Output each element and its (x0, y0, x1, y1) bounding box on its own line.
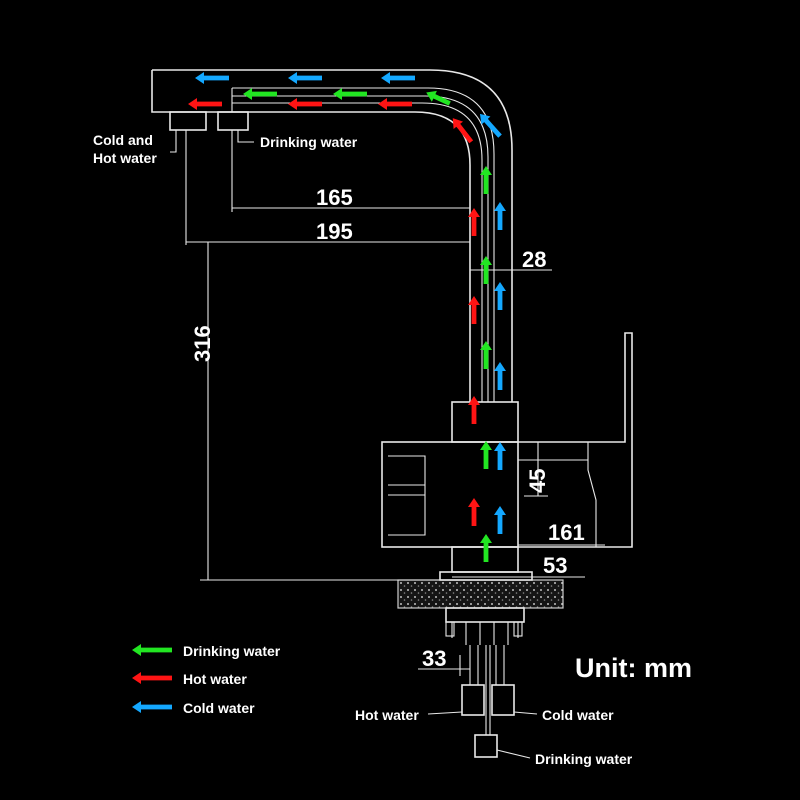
faucet-body (381, 332, 633, 573)
dim-45: 45 (525, 469, 550, 493)
countertop (397, 571, 564, 758)
legend-label: Drinking water (183, 643, 281, 659)
flow-arrow-icon (480, 534, 492, 562)
flow-arrow-icon (468, 498, 480, 526)
flow-arrow-icon (468, 208, 480, 236)
flow-arrow-icon (381, 72, 415, 84)
cold-inlet-label: Cold water (542, 707, 614, 723)
legend-arrow-icon (132, 701, 172, 713)
drinking-inlet-label: Drinking water (535, 751, 633, 767)
flow-arrow-icon (243, 88, 277, 100)
cold-and-hot-label-line1: Cold and (93, 132, 153, 148)
flow-arrow-icon (494, 442, 506, 470)
flow-arrow-icon (480, 341, 492, 369)
dim-195: 195 (316, 219, 353, 244)
flow-arrow-icon (132, 672, 172, 684)
flow-arrow-icon (378, 98, 412, 110)
flow-arrow-icon (494, 202, 506, 230)
flow-arrow-icon (132, 644, 172, 656)
flow-arrow-icon (480, 166, 492, 194)
legend-label: Hot water (183, 671, 247, 687)
dimension-labels: 165 195 28 316 45 161 53 33 (190, 185, 585, 671)
legend-item-drinking: Drinking water (132, 643, 281, 659)
flow-arrow-icon (494, 362, 506, 390)
dim-161: 161 (548, 520, 585, 545)
drinking-outlet-label: Drinking water (260, 134, 358, 150)
legend-arrow-icon (132, 672, 172, 684)
legend: Drinking water Hot water Cold water (132, 643, 281, 716)
cold-and-hot-label-line2: Hot water (93, 150, 157, 166)
dimension-lines (185, 130, 605, 676)
flow-arrow-icon (494, 506, 506, 534)
flow-arrow-icon (494, 282, 506, 310)
flow-arrow-icon (188, 98, 222, 110)
legend-item-hot: Hot water (132, 671, 247, 687)
callout-labels: Cold and Hot water Drinking water Hot wa… (93, 130, 692, 767)
flow-arrow-icon (468, 396, 480, 424)
flow-arrow-icon (195, 72, 229, 84)
flow-arrow-icon (333, 88, 367, 100)
flow-arrow-icon (288, 72, 322, 84)
flow-arrow-icon (479, 113, 502, 138)
legend-arrow-icon (132, 644, 172, 656)
legend-item-cold: Cold water (132, 700, 255, 716)
flow-arrow-icon (426, 90, 451, 106)
flow-arrow-icon (452, 118, 474, 144)
flow-arrow-icon (288, 98, 322, 110)
unit-label: Unit: mm (575, 653, 692, 683)
dim-33: 33 (422, 646, 446, 671)
flow-arrow-icon (480, 256, 492, 284)
flow-arrow-icon (132, 701, 172, 713)
dim-165: 165 (316, 185, 353, 210)
hot-inlet-label: Hot water (355, 707, 419, 723)
flow-arrows (188, 72, 506, 562)
dim-53: 53 (543, 553, 567, 578)
legend-label: Cold water (183, 700, 255, 716)
dim-316: 316 (190, 325, 215, 362)
dim-28: 28 (522, 247, 546, 272)
flow-arrow-icon (468, 296, 480, 324)
flow-arrow-icon (480, 441, 492, 469)
